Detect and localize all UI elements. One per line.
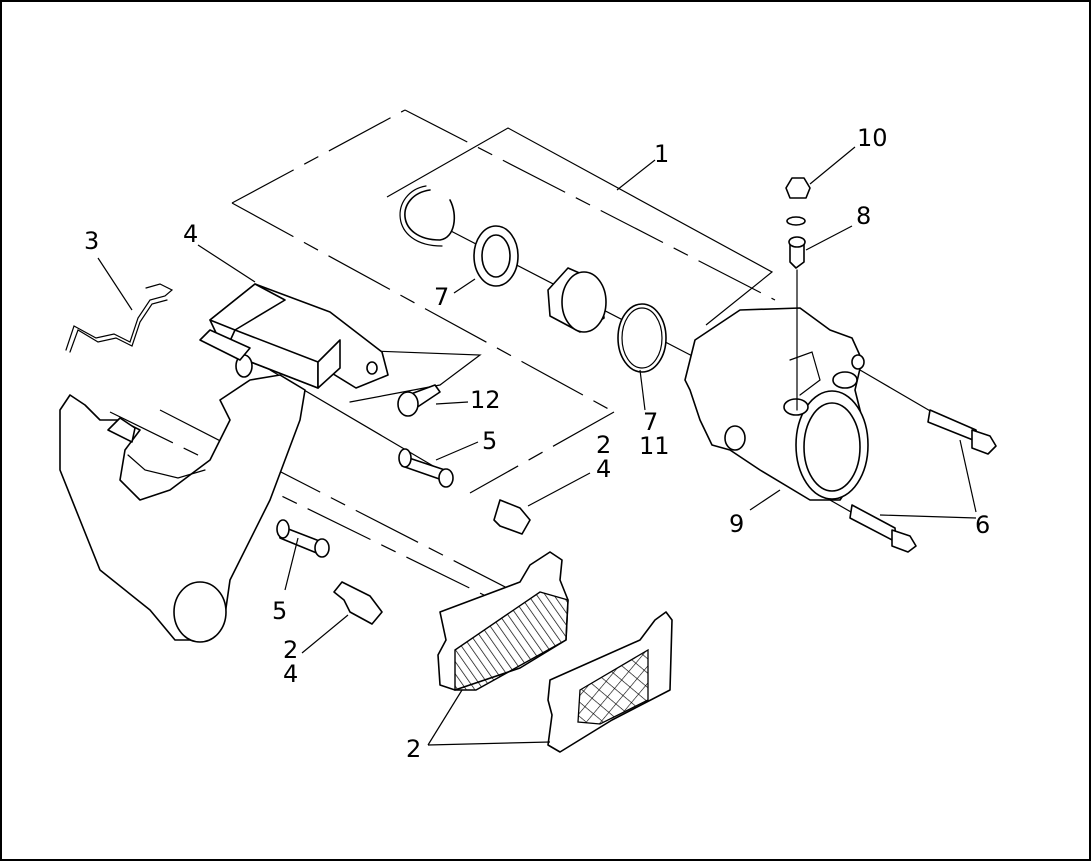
callout-9: 9 [729,510,744,538]
callout-1: 1 [654,140,669,168]
callout-6: 6 [975,511,990,539]
bleeder-valve [788,236,806,411]
pad-pin [397,384,441,417]
mounting-bolt-upper [927,409,997,455]
callout-8: 8 [856,202,871,230]
piston [547,267,607,333]
mounting-bolt-lower [849,504,917,553]
callout-5-upper: 5 [482,427,497,455]
callout-4-clip-right: 4 [596,455,611,483]
pad-clip-left [333,581,383,625]
callout-2-pad: 2 [406,735,421,763]
spring-wire [65,283,174,353]
callout-2-clip-right: 2 [596,431,611,459]
piston-o-ring [617,303,667,373]
dust-seal [473,225,519,287]
retaining-ring [399,185,456,247]
callout-11: 11 [639,432,670,460]
callout-5-lower: 5 [272,597,287,625]
callout-4-bracket: 4 [183,220,198,248]
callout-7-oring: 7 [643,408,658,436]
assembly-boundary-right [386,127,774,326]
assembly-boundary-left [231,109,776,494]
callout-7-seal: 7 [434,283,449,311]
callout-2-clip-left: 2 [283,636,298,664]
callout-12: 12 [470,386,501,414]
callout-10: 10 [857,124,888,152]
pin-bolt-upper [398,448,454,488]
mounting-plate [59,374,306,643]
pin-bolt-lower [276,519,330,558]
callout-4-clip-left: 4 [283,660,298,688]
pad-clip-right [493,499,531,535]
pad-guide-lines [109,409,551,611]
bleeder-cap [785,177,811,226]
caliper-body [684,307,869,501]
brake-pad-front [437,551,569,691]
leader-lines [97,146,977,746]
mounting-bracket [199,283,389,389]
callout-3: 3 [84,227,99,255]
brake-pad-rear [547,611,673,753]
